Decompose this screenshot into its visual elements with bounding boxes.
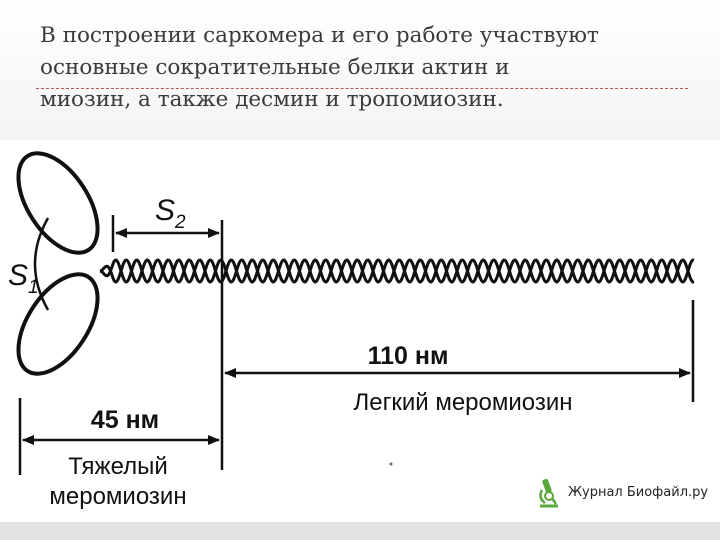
myosin-head-lower [16, 272, 100, 376]
myosin-head-upper [16, 151, 100, 255]
heavy-meromyosin-label-1: Тяжелый [68, 453, 168, 480]
slide-title: В построении саркомера и его работе учас… [40, 23, 599, 112]
s1-head-arc [33, 217, 50, 311]
microscope-icon [539, 478, 558, 508]
stray-dot [389, 462, 393, 466]
bottom-bar [0, 522, 720, 540]
s2-label: S2 [155, 194, 186, 233]
length-45-label: 45 нм [91, 406, 159, 434]
length-110-label: 110 нм [368, 342, 449, 370]
heavy-meromyosin-label-2: меромиозин [49, 483, 186, 510]
watermark-text: Журнал Биофайл.ру [568, 484, 709, 500]
s1-label: S1 [8, 259, 39, 298]
myosin-diagram: S2 S1 110 нм Легкий меромиозин 45 нм Тяж… [8, 151, 695, 510]
light-meromyosin-label: Легкий меромиозин [353, 389, 572, 416]
divider-line [36, 88, 688, 89]
coiled-coil-tail [99, 258, 695, 284]
slide-header: В построении саркомера и его работе учас… [0, 0, 720, 140]
watermark: Журнал Биофайл.ру [536, 476, 708, 508]
